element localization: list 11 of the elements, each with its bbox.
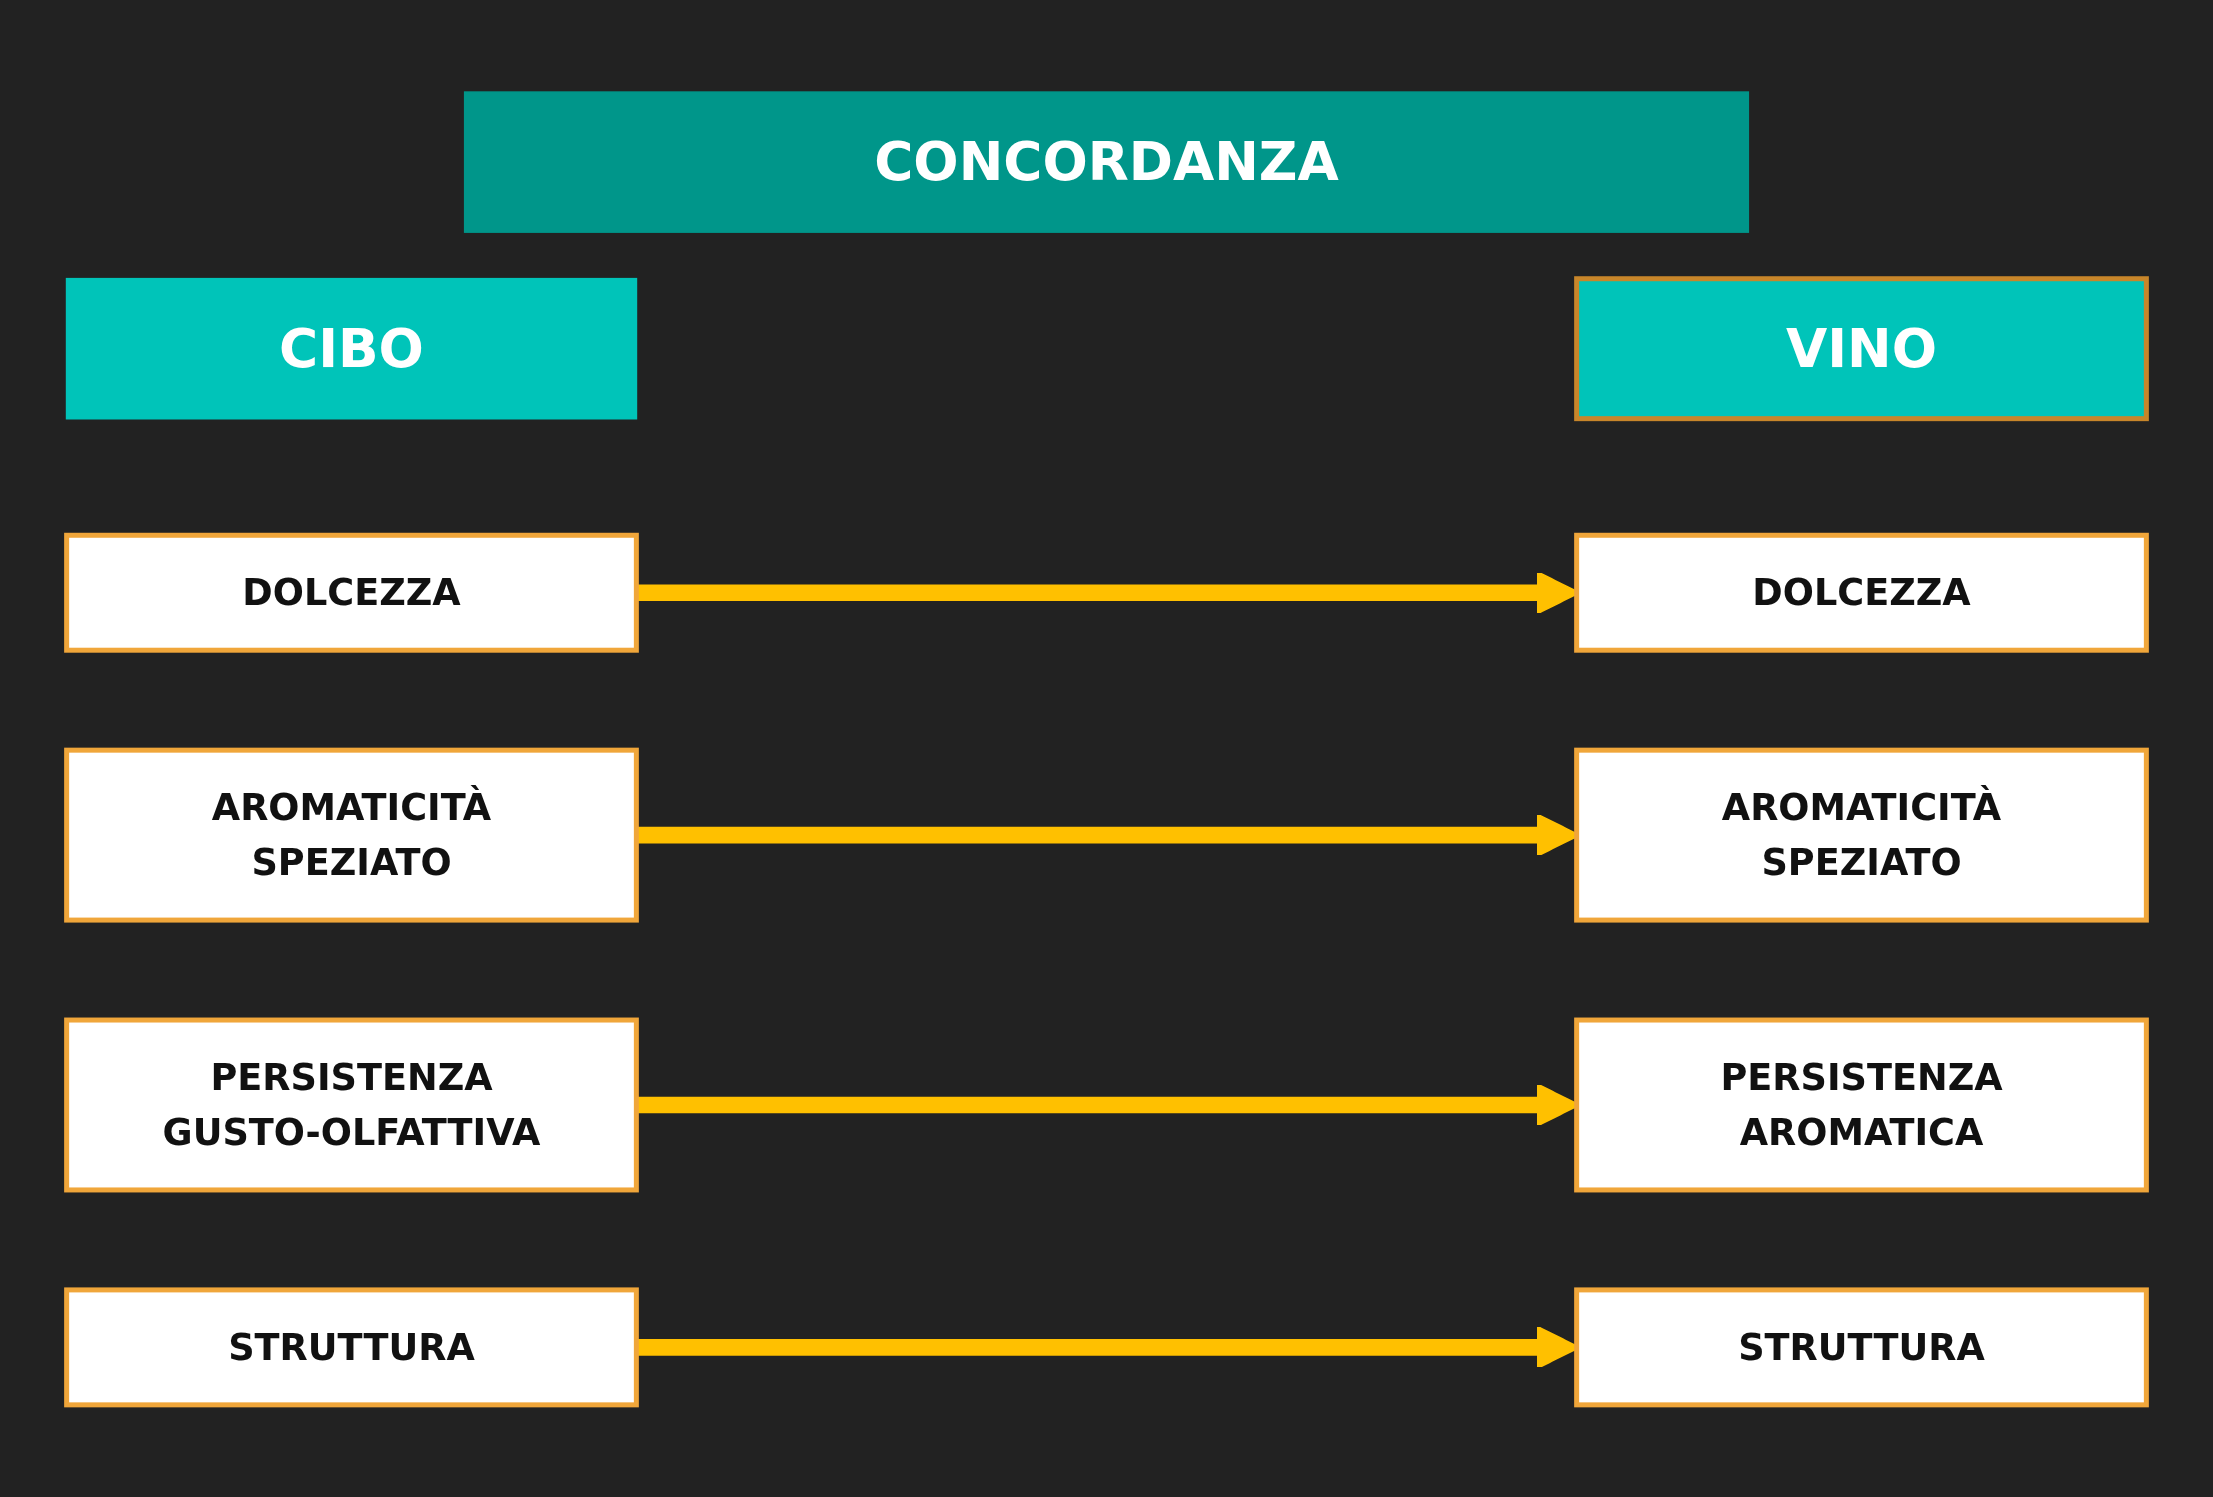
node-box: DOLCEZZA: [64, 532, 639, 653]
node-box: STRUTTURA: [1574, 1287, 2149, 1408]
node-box: CONCORDANZA: [463, 91, 1750, 233]
node-box: CIBO: [65, 277, 638, 420]
node-box: AROMATICITÀ SPEZIATO: [64, 747, 639, 923]
node-box: AROMATICITÀ SPEZIATO: [1574, 747, 2149, 923]
node-box: PERSISTENZA AROMATICA: [1574, 1017, 2149, 1193]
node-box: VINO: [1574, 276, 2149, 422]
node-box: PERSISTENZA GUSTO-OLFATTIVA: [64, 1017, 639, 1193]
node-box: STRUTTURA: [64, 1287, 639, 1408]
node-box: DOLCEZZA: [1574, 532, 2149, 653]
